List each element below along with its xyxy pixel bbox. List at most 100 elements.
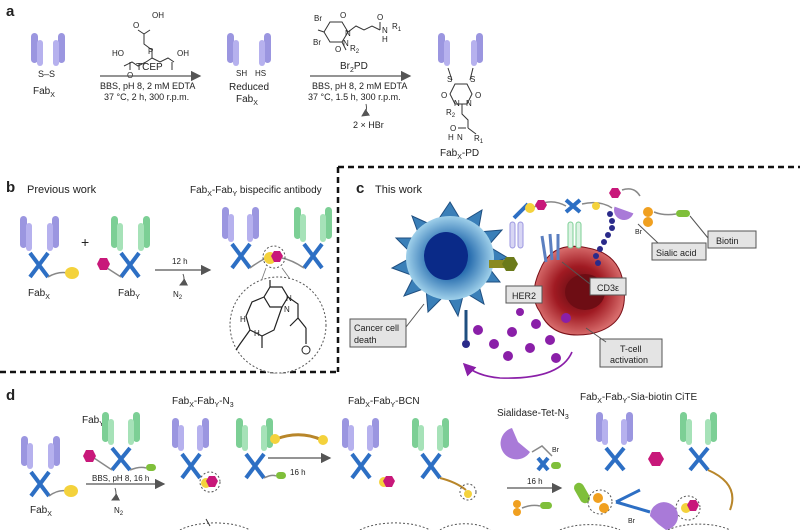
biotin-reagent-d: [513, 500, 552, 516]
svg-text:FabX-PD: FabX-PD: [440, 148, 479, 161]
final-br: Br: [628, 518, 636, 525]
fab-x-b-label: Fab: [28, 288, 46, 299]
br2pd-atom-n1: N: [345, 29, 351, 38]
br2pd-atom-o2: O: [335, 45, 341, 54]
arrow2-condition-1: BBS, pH 8, 2 mM EDTA: [312, 81, 407, 91]
fab-y-b-label: Fab: [118, 288, 136, 299]
cancer-cell: [390, 201, 510, 318]
fab-x-start: S–S FabX: [31, 33, 65, 99]
product-atom-n2: N: [466, 99, 472, 108]
fab-y-d: FabY: [82, 412, 156, 472]
sialidase-tet-n3: Sialidase-Tet-N3 Br: [497, 408, 569, 472]
br2pd-label-end: PD: [354, 61, 368, 72]
sialidase-br: Br: [552, 447, 560, 454]
svg-text:FabX: FabX: [33, 86, 55, 99]
fab-x-d-label: Fab: [30, 505, 48, 516]
panel-b: b Previous work FabX-FabY bispecific ant…: [6, 179, 332, 374]
panel-a-letter: a: [6, 3, 15, 20]
svg-text:FabY: FabY: [118, 288, 140, 301]
bcn-atom-n1: N: [286, 294, 292, 303]
callout-cancer-death: Cancer cell death: [349, 303, 425, 348]
svg-text:Biotin: Biotin: [716, 236, 739, 246]
br2pd-atom-n3: N: [382, 26, 388, 35]
arrow1-condition-2: 37 °C, 2 h, 300 r.p.m.: [104, 92, 189, 102]
tcep-group-oh1: OH: [152, 11, 164, 20]
tcep-group-ho: HO: [112, 49, 124, 58]
svg-text:CD3ε: CD3ε: [597, 283, 619, 293]
br2pd-atom-o3: O: [377, 13, 383, 22]
panel-d-time2: 16 h: [290, 468, 306, 477]
svg-text:death: death: [354, 335, 377, 345]
reduced-sub: X: [253, 100, 258, 107]
arrow2-condition-2: 37 °C, 1.5 h, 300 r.p.m.: [308, 92, 401, 102]
panel-b-product-title: Fab: [190, 185, 208, 196]
cd3-receptors: [540, 233, 560, 263]
callout-biotin: Biotin: [689, 215, 757, 249]
product-atom-s1: S: [447, 75, 452, 84]
panel-d-time3: 16 h: [527, 477, 543, 486]
panel-d-n2: N: [114, 506, 120, 515]
panel-b-title: Previous work: [27, 184, 97, 196]
cytotoxic-granules: [473, 308, 571, 363]
svg-text:FabX-FabY bispecific antibody: FabX-FabY bispecific antibody: [190, 185, 322, 198]
br2pd-structure: [317, 21, 381, 51]
intermediate-n3: FabX-FabY-N3: [172, 396, 286, 530]
panel-c-letter: c: [356, 180, 364, 197]
her2-receptor: [489, 260, 505, 268]
her2-binder: [502, 257, 518, 271]
thiol-label-1: SH: [236, 69, 247, 78]
br2pd-atom-r2: R: [350, 44, 356, 53]
fab-x-pd: S S O O N N R2 O N H R1 FabX-PD: [438, 33, 484, 161]
granule-arrow: [462, 351, 573, 379]
product-r1-sub: 1: [480, 139, 484, 145]
callout-her2: HER2: [505, 285, 543, 304]
fab-x-sub: X: [50, 92, 55, 99]
product-atom-n1: N: [454, 99, 460, 108]
bcn-atom-h1: H: [240, 315, 246, 324]
cite-molecule-c: [509, 188, 690, 266]
svg-text:Cancer cell: Cancer cell: [354, 323, 399, 333]
svg-text:FabX-FabY-BCN: FabX-FabY-BCN: [348, 396, 420, 409]
svg-text:FabX: FabX: [30, 505, 52, 518]
fab-y-d-label: Fab: [82, 415, 100, 426]
product-atom-o1: O: [441, 91, 447, 100]
product-atom-r1: R: [474, 134, 480, 143]
bispecific-product-b: N N H H: [222, 207, 332, 374]
product-sub: X: [457, 154, 462, 161]
final-label: Fab: [580, 392, 598, 403]
product-end: -PD: [462, 148, 479, 159]
br2pd-r1-sub: 1: [398, 27, 402, 33]
product-atom-h: H: [448, 133, 454, 142]
svg-text:activation: activation: [610, 355, 648, 365]
plus-sign: +: [81, 234, 89, 250]
thiol-label-2: HS: [255, 69, 266, 78]
product-atom-r2: R: [446, 108, 452, 117]
br2pd-r2-sub: 2: [356, 49, 360, 55]
panel-b-letter: b: [6, 179, 15, 196]
panel-c: c This work: [349, 180, 757, 379]
svg-text:FabX-FabY-Sia-biotin CiTE: FabX-FabY-Sia-biotin CiTE: [580, 392, 697, 405]
reduced-fab-x: SH HS Reduced FabX: [227, 33, 271, 107]
br2pd-atom-br1: Br: [314, 14, 322, 23]
callout-tcell-activation: T-cell activation: [585, 327, 663, 368]
product-atom-n3: N: [457, 133, 463, 142]
br2pd-label: Br: [340, 61, 351, 72]
intermediate-1-label: Fab: [172, 396, 190, 407]
tcep-group-p: P: [148, 47, 153, 56]
svg-text:R2: R2: [446, 108, 456, 119]
svg-text:FabY: FabY: [82, 415, 104, 428]
panel-c-title: This work: [375, 184, 423, 196]
br2pd-atom-r1: R: [392, 22, 398, 31]
svg-text:T-cell: T-cell: [620, 344, 642, 354]
svg-text:R1: R1: [474, 134, 484, 145]
product-atom-o2: O: [475, 91, 481, 100]
hbr-arrow: [361, 103, 371, 117]
arrow1-condition-1: BBS, pH 8, 2 mM EDTA: [100, 81, 195, 91]
product-atom-o3: O: [450, 124, 456, 133]
br2pd-atom-o1: O: [340, 11, 346, 20]
svg-text:HER2: HER2: [512, 291, 536, 301]
panel-a: a S–S FabX OH O HO O OH P TCEP BBS, pH 8…: [6, 3, 484, 161]
hbr-label: 2 × HBr: [353, 120, 384, 130]
tcep-structure: [123, 29, 175, 70]
